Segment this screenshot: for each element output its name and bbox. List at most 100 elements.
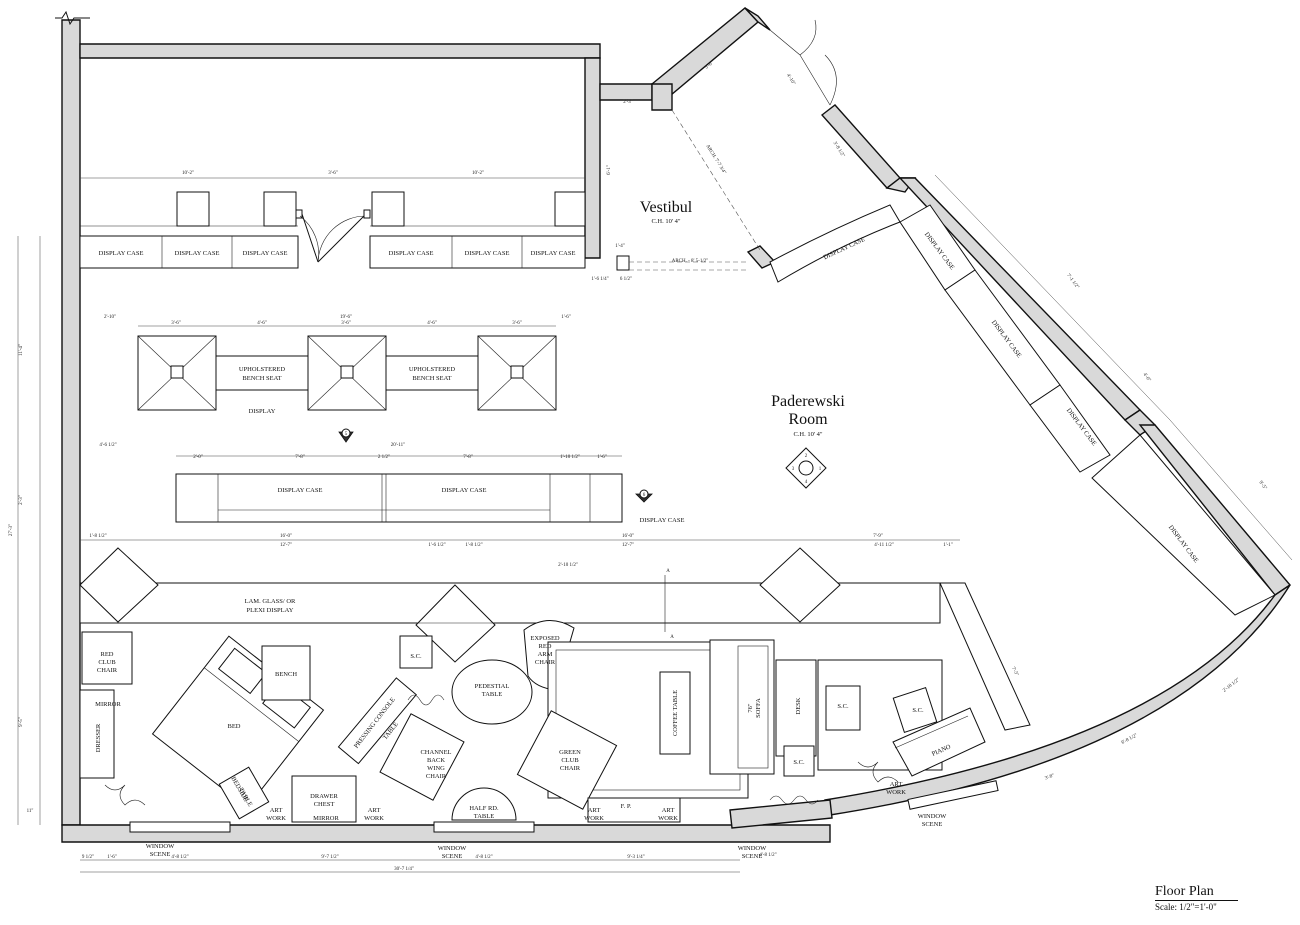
green-3: CHAIR [560, 765, 581, 772]
exposed-3: ARM [538, 651, 553, 658]
display-case-label-3: DISPLAY CASE [243, 250, 288, 257]
marker-5-num: 5 [345, 432, 348, 437]
dim-30-7: 30'-7 1/4" [394, 867, 414, 872]
dim-4-0: 4'-0" [1142, 372, 1152, 383]
dim-1-8-half-b: 1'-8 1/2" [465, 543, 482, 548]
long-display-case [175, 455, 623, 523]
dresser-label: DRESSER [95, 723, 102, 752]
window-1b: SCENE [150, 851, 171, 858]
vestibule-name: Vestibul [640, 199, 693, 216]
dim-1-6-bottom: 1'-6" [107, 855, 117, 860]
mirror-left: MIRROR [95, 701, 121, 708]
artwork-2a: ART [368, 807, 381, 814]
half-rd-1: HALF RD. [469, 805, 499, 812]
dim-19-6: 19'-6" [340, 315, 352, 320]
lam-glass-label-2: PLEXI DISPLAY [247, 607, 294, 614]
window-2b: SCENE [442, 853, 463, 860]
dim-3-6-b: 3'-6" [341, 321, 351, 326]
half-rd-2: TABLE [474, 813, 494, 820]
break-line [55, 10, 90, 26]
coffee-table-label: COFFEE TABLE [672, 690, 679, 736]
dim-4-8-half-c: 4'-8 1/2" [759, 853, 776, 858]
dim-4-8-half-b: 4'-8 1/2" [475, 855, 492, 860]
dim-upper-left: 10'-2" [182, 171, 194, 176]
dim-1-8-half: 1'-8 1/2" [89, 534, 106, 539]
dim-3-8-half: 3'-8 1/2" [832, 141, 845, 158]
elev-1: 1 [819, 467, 822, 472]
dim-4-6-half: 4'-6 1/2" [99, 443, 116, 448]
dim-4-11-half: 4'-11 1/2" [874, 543, 894, 548]
display-case-label-5: DISPLAY CASE [465, 250, 510, 257]
marker-6-num: 6 [643, 493, 646, 498]
dim-2-10-half: 2'-10 1/2" [558, 563, 578, 568]
artwork-2b: WORK [364, 815, 384, 822]
dim-1-6-quarter: 1'-6 1/4" [591, 277, 608, 282]
dim-11-4: 11'-4" [19, 344, 24, 356]
sofa-label: SOFFA [755, 698, 762, 718]
window-scenes [129, 780, 999, 833]
window-3a: WINDOW [738, 845, 767, 852]
dim-7-9: 7'-9" [873, 534, 883, 539]
red-club-3: CHAIR [97, 667, 118, 674]
bed-label: BED [228, 723, 241, 730]
dim-upper-door: 3'-6" [328, 171, 338, 176]
red-club-2: CLUB [98, 659, 116, 666]
lam-glass-display [79, 539, 1031, 731]
dim-2-3-left: 2'-3" [19, 495, 24, 505]
dim-1-6-half-a: 1'-6 1/2" [428, 543, 445, 548]
bench-label: BENCH [275, 671, 297, 678]
room-name-line1: Paderewski [771, 393, 845, 410]
dim-12-7-b: 12'-7" [622, 543, 634, 548]
upper-room-displays [79, 191, 586, 269]
sc-1: S.C. [410, 653, 422, 660]
right-display-cases [899, 174, 1293, 616]
display-case-label-long-2: DISPLAY CASE [442, 487, 487, 494]
dim-7-1-half-r: 7'-1 1/2" [1065, 273, 1079, 290]
display-case-label-long-1: DISPLAY CASE [278, 487, 323, 494]
dim-2-10: 2'-10" [104, 315, 116, 320]
dim-6-half-small: 6 1/2" [620, 277, 632, 282]
dim-4-10: 4'-10" [785, 73, 796, 86]
dim-4-6-a: 4'-6" [257, 321, 267, 326]
lam-glass-label-1: LAM. GLASS/ OR [245, 598, 296, 605]
dim-7-8-b: 7'-8" [463, 455, 473, 460]
display-label: DISPLAY [249, 408, 276, 415]
exposed-4: CHAIR [535, 659, 556, 666]
channel-1: CHANNEL [420, 749, 451, 756]
dim-9-3-quarter: 9'-3 1/4" [627, 855, 644, 860]
artwork-5a: ART [890, 781, 903, 788]
bench-label-2b: BENCH SEAT [412, 375, 451, 382]
drawer-2: CHEST [314, 801, 335, 808]
dim-20-11: 20'-11" [391, 443, 405, 448]
pedestal-1: PEDESTIAL [475, 683, 510, 690]
artwork-1b: WORK [266, 815, 286, 822]
window-3b: SCENE [742, 853, 763, 860]
window-4b: SCENE [922, 821, 943, 828]
arch-label-1: ARCH. - 8' 5-1/2" [672, 259, 709, 264]
elev-3: 3 [792, 467, 795, 472]
drawing-scale: Scale: 1/2"=1'-0" [1155, 902, 1217, 912]
dim-2-0: 2'-0" [193, 455, 203, 460]
dim-1-10-half: 1'-10 1/2" [560, 455, 580, 460]
dim-11: 11" [27, 809, 34, 814]
sc-3: S.C. [793, 759, 805, 766]
elev-4: 4 [805, 480, 808, 485]
artwork-4a: ART [662, 807, 675, 814]
red-club-1: RED [101, 651, 114, 658]
dim-4-8-half-a: 4'-8 1/2" [171, 855, 188, 860]
exposed-2: RED [539, 643, 552, 650]
dim-9-5: 9'-5" [19, 717, 24, 727]
dim-16-0-a: 16'-0" [280, 534, 292, 539]
exposed-1: EXPOSED [530, 635, 560, 642]
section-a-top: A [666, 569, 670, 574]
lower-room-furniture [79, 620, 986, 823]
dim-9-7-half: 9'-7 1/2" [321, 855, 338, 860]
room-name-line2: Room [788, 411, 828, 428]
sc-2: S.C. [837, 703, 849, 710]
window-1a: WINDOW [146, 843, 175, 850]
dim-16-0-b: 16'-0" [622, 534, 634, 539]
display-case-label-4: DISPLAY CASE [389, 250, 434, 257]
display-case-label-1: DISPLAY CASE [99, 250, 144, 257]
window-2a: WINDOW [438, 845, 467, 852]
sofa-size: 76" [747, 703, 754, 713]
